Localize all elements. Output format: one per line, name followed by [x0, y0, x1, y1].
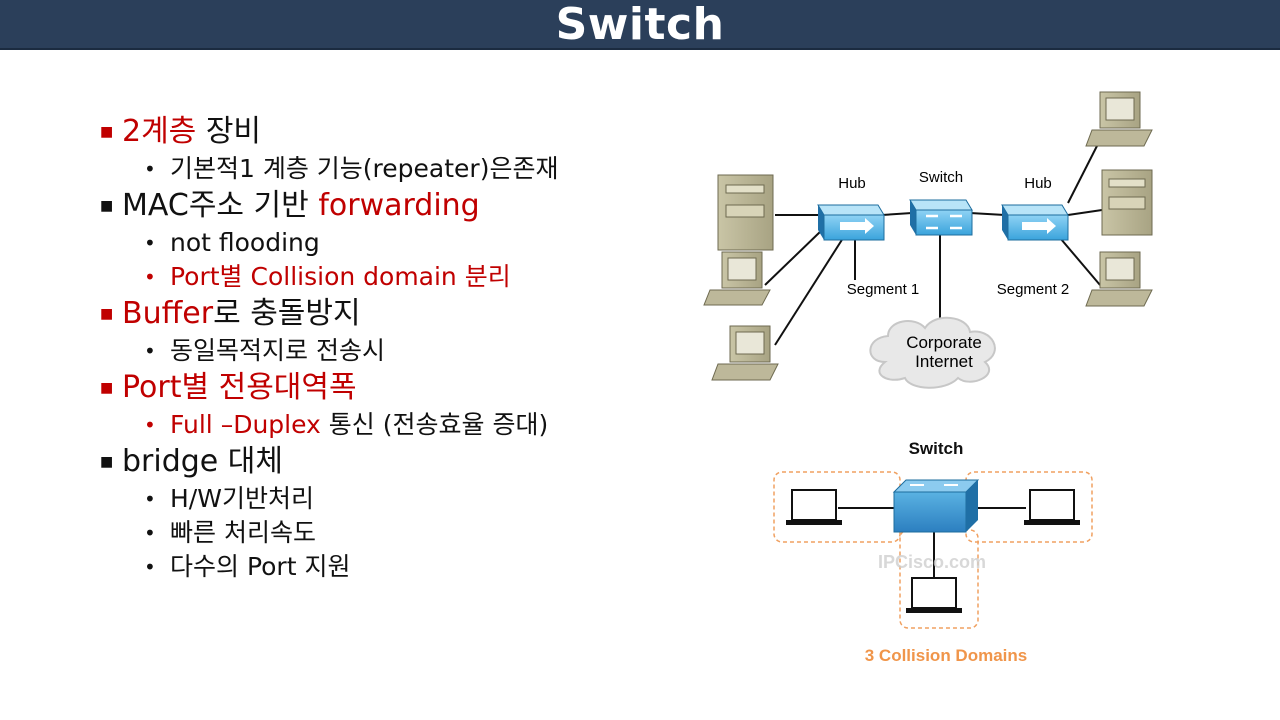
- sub-bullet-full-duplex-text: 통신 (전송효율 증대): [320, 410, 549, 439]
- switch-icon: [909, 199, 973, 236]
- sub-bullet-ports: • 다수의 Port 지원: [100, 550, 660, 584]
- switch-label: Switch: [919, 169, 963, 186]
- sub-bullet-marker: •: [144, 555, 156, 579]
- sub-bullet-full-duplex: • Full –Duplex 통신 (전송효율 증대): [100, 408, 660, 442]
- collision-domain-diagram: Switch IPCisco.com 3 Collision Domains: [773, 439, 1093, 665]
- bottom-switch-icon: [892, 479, 980, 533]
- desktop-pc-icon: [703, 251, 771, 306]
- sub-bullet-speed: • 빠른 처리속도: [100, 516, 660, 550]
- laptop-icon: [906, 577, 962, 613]
- bullet-layer2: ■ 2계층 장비: [100, 112, 660, 152]
- bullet-marker: ■: [100, 198, 114, 214]
- hub-switch-network-diagram: Hub Switch Hub Segment 1 Segment 2 Corpo…: [703, 91, 1153, 389]
- hub-right-icon: [1001, 204, 1069, 241]
- sub-bullet-marker: •: [144, 157, 156, 181]
- bullet-port-bandwidth-text: Port별 전용대역폭: [122, 370, 357, 405]
- sub-bullet-text: 동일목적지로 전송시: [170, 336, 385, 365]
- laptop-icon: [786, 489, 842, 525]
- bullet-mac-forwarding: ■ MAC주소 기반 forwarding: [100, 186, 660, 226]
- sub-bullet-marker: •: [144, 413, 156, 437]
- sub-bullet-text: not flooding: [170, 228, 320, 257]
- bullet-layer2-text: 장비: [196, 114, 262, 149]
- sub-bullet-marker: •: [144, 339, 156, 363]
- bullet-port-bandwidth: ■ Port별 전용대역폭: [100, 368, 660, 408]
- sub-bullet-marker: •: [144, 231, 156, 255]
- sub-bullet-collision-domain: • Port별 Collision domain 분리: [100, 260, 660, 294]
- sub-bullet-full-duplex-red: Full –Duplex: [170, 410, 321, 439]
- sub-bullet-same-destination: • 동일목적지로 전송시: [100, 334, 660, 368]
- collision-domains-caption: 3 Collision Domains: [865, 646, 1027, 665]
- sub-bullet-text: 빠른 처리속도: [170, 518, 316, 547]
- bullet-marker: ■: [100, 454, 114, 470]
- sub-bullet-text: 다수의 Port 지원: [170, 552, 351, 581]
- sub-bullet-repeater: • 기본적1 계층 기능(repeater)은존재: [100, 152, 660, 186]
- bottom-switch-label: Switch: [909, 439, 964, 458]
- cloud-icon: [869, 316, 996, 389]
- sub-bullet-marker: •: [144, 487, 156, 511]
- bullet-mac-text: MAC주소 기반: [122, 188, 319, 223]
- bullet-buffer-red: Buffer: [122, 296, 214, 331]
- watermark-text: IPCisco.com: [878, 552, 986, 572]
- bullet-marker: ■: [100, 306, 114, 322]
- hub-left-icon: [817, 204, 885, 241]
- desktop-pc-icon: [1085, 91, 1153, 147]
- bullet-list: ■ 2계층 장비 • 기본적1 계층 기능(repeater)은존재 ■ MAC…: [100, 112, 660, 584]
- laptop-icon: [1024, 489, 1080, 525]
- sub-bullet-text: 기본적1 계층 기능(repeater)은존재: [170, 154, 559, 183]
- bullet-buffer-text: 로 충돌방지: [213, 296, 361, 331]
- cloud-label-line1: Corporate: [906, 333, 982, 352]
- network-links: [764, 139, 1103, 346]
- hub-right-label: Hub: [1024, 175, 1052, 192]
- sub-bullet-text: Port별 Collision domain 분리: [170, 262, 511, 291]
- cloud-label-line2: Internet: [915, 352, 973, 371]
- bullet-marker: ■: [100, 124, 114, 140]
- sub-bullet-text: H/W기반처리: [170, 484, 314, 513]
- sub-bullet-hw: • H/W기반처리: [100, 482, 660, 516]
- sub-bullet-marker: •: [144, 521, 156, 545]
- sub-bullet-not-flooding: • not flooding: [100, 226, 660, 260]
- sub-bullet-marker: •: [144, 265, 156, 289]
- hub-left-label: Hub: [838, 175, 866, 192]
- desktop-pc-icon: [1085, 251, 1153, 307]
- bullet-mac-red: forwarding: [318, 188, 480, 223]
- bullet-layer2-red: 2계층: [122, 114, 197, 149]
- segment2-label: Segment 2: [997, 281, 1070, 298]
- segment1-label: Segment 1: [847, 281, 920, 298]
- title-bar: Switch: [0, 0, 1280, 50]
- bullet-bridge: ■ bridge 대체: [100, 442, 660, 482]
- server-icon: [1101, 169, 1153, 236]
- bullet-bridge-text: bridge 대체: [122, 444, 283, 479]
- bullet-buffer: ■ Buffer 로 충돌방지: [100, 294, 660, 334]
- bullet-marker: ■: [100, 380, 114, 396]
- page-title: Switch: [555, 0, 725, 50]
- desktop-pc-icon: [711, 325, 779, 381]
- server-icon: [717, 174, 774, 251]
